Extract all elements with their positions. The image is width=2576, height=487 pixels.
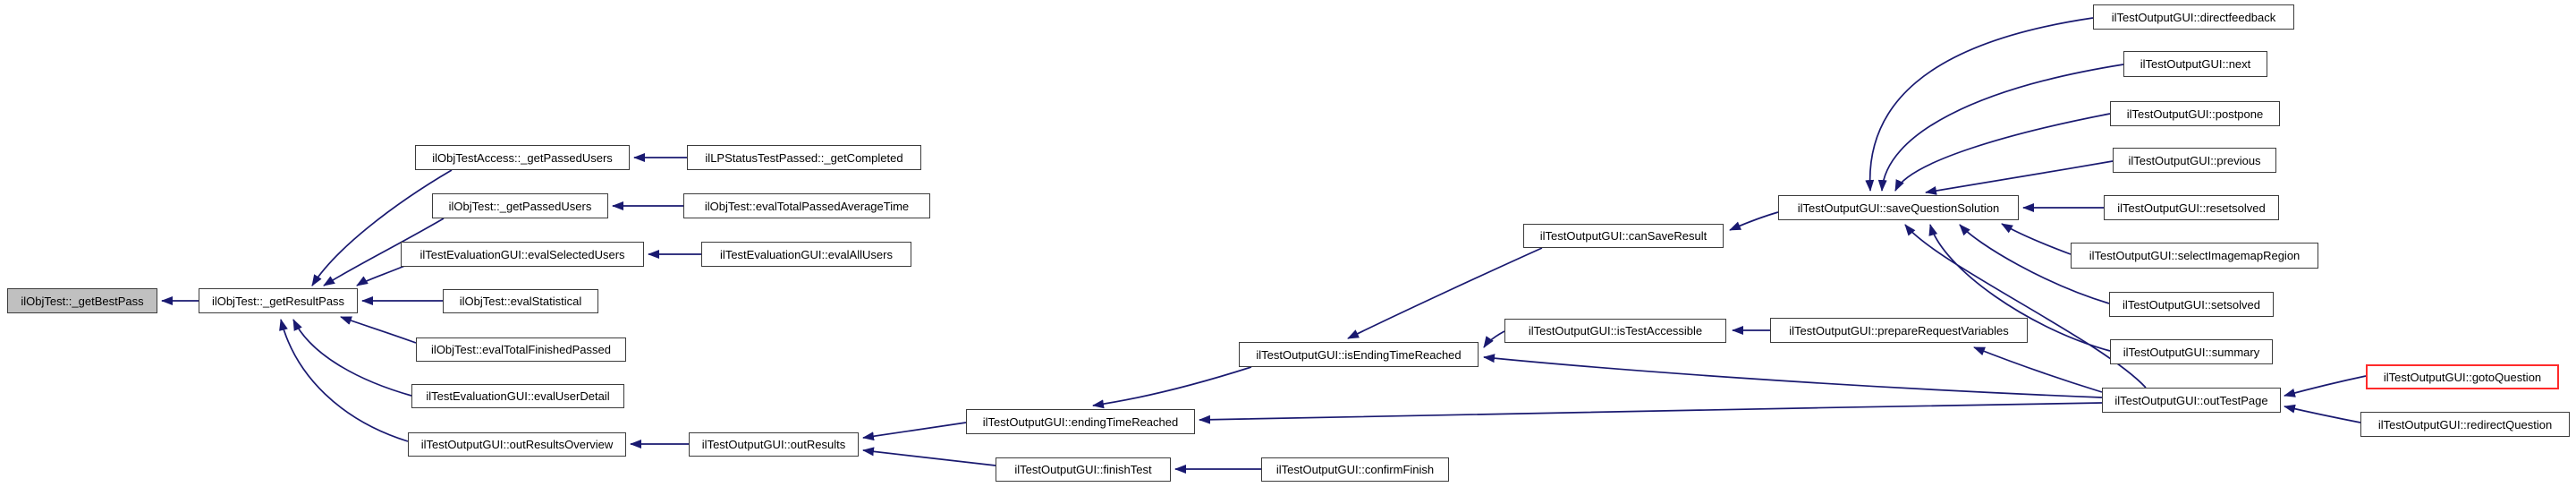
- node-label: ilObjTest::evalTotalFinishedPassed: [431, 343, 611, 356]
- node-label: ilObjTestAccess::_getPassedUsers: [432, 150, 613, 165]
- edge-isTestAccessible-isEndingTimeReached: [1483, 330, 1505, 348]
- node-saveQuestionSolution[interactable]: ilTestOutputGUI::saveQuestionSolution: [1778, 195, 2019, 220]
- edge-getPassedUsers-getResultPass: [323, 218, 445, 286]
- node-label: ilTestOutputGUI::outResultsOverview: [420, 438, 614, 451]
- edge-redirectQuestion-outTestPage: [2284, 404, 2361, 423]
- edge-outTestPage-endingTimeReached: [1199, 402, 2103, 424]
- edge-outResultsOverview-getResultPass: [279, 319, 409, 442]
- node-label: ilTestEvaluationGUI::evalAllUsers: [720, 247, 893, 261]
- node-label: ilTestOutputGUI::summary: [2123, 345, 2260, 359]
- node-label: ilTestOutputGUI::next: [2140, 57, 2251, 71]
- node-label: ilObjTest::evalTotalPassedAverageTime: [704, 199, 910, 213]
- node-accessGetPassedUsers[interactable]: ilObjTestAccess::_getPassedUsers: [415, 145, 630, 170]
- edge-accessGetPassedUsers-getResultPass: [311, 169, 453, 286]
- node-evalTotalPassedAverageTime[interactable]: ilObjTest::evalTotalPassedAverageTime: [683, 193, 930, 218]
- node-label: ilTestOutputGUI::directfeedback: [2111, 10, 2276, 24]
- node-evalAllUsers[interactable]: ilTestEvaluationGUI::evalAllUsers: [701, 242, 911, 267]
- node-label: ilTestEvaluationGUI::evalSelectedUsers: [419, 247, 625, 261]
- node-evalSelectedUsers[interactable]: ilTestEvaluationGUI::evalSelectedUsers: [401, 242, 644, 267]
- edge-finishTest-outResults: [862, 447, 996, 466]
- node-label: ilTestOutputGUI::setsolved: [2123, 297, 2260, 312]
- node-next[interactable]: ilTestOutputGUI::next: [2123, 51, 2267, 77]
- node-summary[interactable]: ilTestOutputGUI::summary: [2110, 339, 2273, 364]
- edge-outTestPage-saveQuestionSolution: [1904, 224, 2147, 389]
- node-directfeedback[interactable]: ilTestOutputGUI::directfeedback: [2093, 4, 2294, 30]
- node-label: ilTestOutputGUI::isTestAccessible: [1528, 324, 1703, 337]
- node-getPassedUsers[interactable]: ilObjTest::_getPassedUsers: [432, 193, 608, 218]
- edge-endingTimeReached-outResults: [862, 422, 967, 441]
- edge-evalUserDetail-getResultPass: [292, 319, 412, 397]
- edge-directfeedback-saveQuestionSolution: [1865, 17, 2094, 192]
- node-label: ilTestOutputGUI::previous: [2128, 153, 2261, 167]
- node-isTestAccessible[interactable]: ilTestOutputGUI::isTestAccessible: [1504, 319, 1726, 343]
- edge-outTestPage-prepareRequestVariables: [1973, 346, 2103, 393]
- node-label: ilTestOutputGUI::resetsolved: [2117, 201, 2266, 215]
- node-label: ilTestOutputGUI::gotoQuestion: [2383, 370, 2542, 384]
- edge-evalSelectedUsers-getResultPass: [356, 264, 408, 286]
- node-label: ilTestOutputGUI::outTestPage: [2114, 393, 2268, 407]
- node-outTestPage[interactable]: ilTestOutputGUI::outTestPage: [2102, 388, 2281, 413]
- node-label: ilTestOutputGUI::selectImagemapRegion: [2089, 249, 2301, 262]
- edge-isEndingTimeReached-endingTimeReached: [1092, 366, 1252, 409]
- node-endingTimeReached[interactable]: ilTestOutputGUI::endingTimeReached: [966, 409, 1195, 434]
- node-label: ilTestOutputGUI::saveQuestionSolution: [1797, 201, 2000, 215]
- node-previous[interactable]: ilTestOutputGUI::previous: [2113, 148, 2276, 173]
- node-getResultPass[interactable]: ilObjTest::_getResultPass: [199, 288, 358, 313]
- edge-evalTotalFinishedPassed-getResultPass: [340, 316, 417, 344]
- node-finishTest[interactable]: ilTestOutputGUI::finishTest: [996, 457, 1171, 482]
- node-postpone[interactable]: ilTestOutputGUI::postpone: [2110, 101, 2280, 126]
- node-label: ilTestOutputGUI::outResults: [701, 438, 846, 451]
- node-selectImagemapRegion[interactable]: ilTestOutputGUI::selectImagemapRegion: [2071, 243, 2318, 269]
- node-setsolved[interactable]: ilTestOutputGUI::setsolved: [2109, 292, 2274, 317]
- edge-outTestPage-isEndingTimeReached: [1483, 354, 2103, 398]
- node-canSaveResult[interactable]: ilTestOutputGUI::canSaveResult: [1523, 224, 1724, 248]
- node-label: ilLPStatusTestPassed::_getCompleted: [705, 150, 903, 165]
- edge-summary-saveQuestionSolution: [1928, 224, 2111, 352]
- node-outResultsOverview[interactable]: ilTestOutputGUI::outResultsOverview: [408, 432, 626, 457]
- node-label: ilTestOutputGUI::confirmFinish: [1275, 463, 1435, 476]
- node-label: ilObjTest::_getResultPass: [211, 294, 345, 308]
- edge-previous-saveQuestionSolution: [1925, 160, 2114, 195]
- edge-next-saveQuestionSolution: [1877, 64, 2124, 192]
- node-label: ilTestOutputGUI::redirectQuestion: [2377, 417, 2553, 431]
- edge-gotoQuestion-outTestPage: [2284, 375, 2367, 397]
- edge-selectImagemapRegion-saveQuestionSolution: [2001, 223, 2072, 255]
- node-evalStatistical[interactable]: ilObjTest::evalStatistical: [443, 289, 598, 313]
- node-redirectQuestion[interactable]: ilTestOutputGUI::redirectQuestion: [2360, 412, 2570, 437]
- node-gotoQuestion[interactable]: ilTestOutputGUI::gotoQuestion: [2366, 364, 2559, 389]
- node-outResults[interactable]: ilTestOutputGUI::outResults: [689, 432, 859, 457]
- node-lpGetCompleted[interactable]: ilLPStatusTestPassed::_getCompleted: [687, 145, 921, 170]
- node-getBestPass: ilObjTest::_getBestPass: [7, 288, 157, 313]
- node-label: ilTestEvaluationGUI::evalUserDetail: [426, 389, 610, 403]
- edge-postpone-saveQuestionSolution: [1894, 113, 2111, 192]
- node-confirmFinish[interactable]: ilTestOutputGUI::confirmFinish: [1261, 457, 1449, 482]
- node-label: ilTestOutputGUI::canSaveResult: [1539, 229, 1707, 243]
- node-label: ilObjTest::_getPassedUsers: [448, 199, 592, 213]
- node-evalTotalFinishedPassed[interactable]: ilObjTest::evalTotalFinishedPassed: [416, 337, 626, 362]
- node-isEndingTimeReached[interactable]: ilTestOutputGUI::isEndingTimeReached: [1239, 342, 1479, 367]
- node-label: ilTestOutputGUI::postpone: [2126, 107, 2264, 121]
- node-label: ilTestOutputGUI::isEndingTimeReached: [1256, 347, 1462, 362]
- node-prepareRequestVariables[interactable]: ilTestOutputGUI::prepareRequestVariables: [1770, 318, 2028, 343]
- node-evalUserDetail[interactable]: ilTestEvaluationGUI::evalUserDetail: [411, 384, 624, 408]
- node-label: ilObjTest::_getBestPass: [21, 294, 144, 308]
- edge-setsolved-saveQuestionSolution: [1959, 224, 2110, 304]
- node-label: ilTestOutputGUI::finishTest: [1014, 463, 1152, 476]
- node-label: ilObjTest::evalStatistical: [459, 295, 582, 308]
- node-resetsolved[interactable]: ilTestOutputGUI::resetsolved: [2104, 195, 2279, 220]
- node-label: ilTestOutputGUI::endingTimeReached: [982, 414, 1179, 429]
- edge-saveQuestionSolution-canSaveResult: [1729, 211, 1779, 231]
- node-label: ilTestOutputGUI::prepareRequestVariables: [1789, 323, 2009, 337]
- edge-canSaveResult-isEndingTimeReached: [1347, 247, 1543, 339]
